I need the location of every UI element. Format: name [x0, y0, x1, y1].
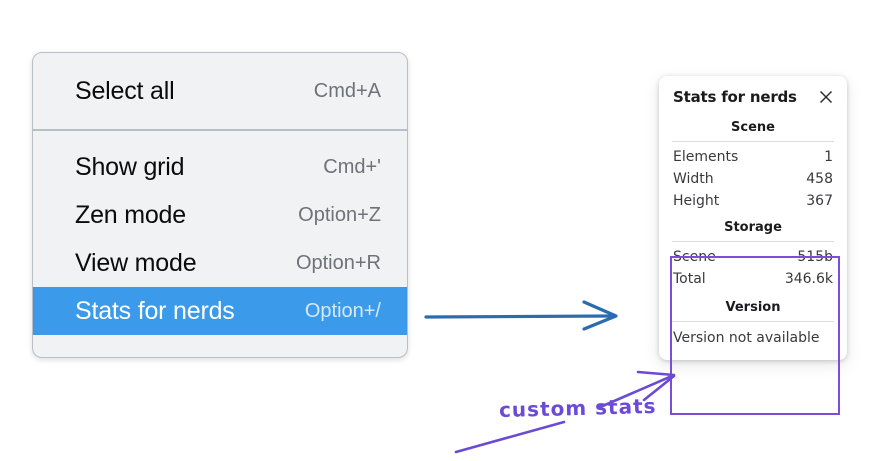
section-heading: Version	[725, 300, 781, 315]
table-row: Elements 1	[659, 146, 847, 168]
section-storage: Storage Scene 515b Total 346.6k	[659, 218, 847, 290]
menu-item-label: Stats for nerds	[75, 296, 235, 325]
purple-underline-stroke	[454, 420, 566, 454]
stat-key: Total	[673, 271, 706, 287]
stat-value: 346.6k	[784, 271, 833, 287]
handwritten-label: custom stats	[498, 393, 657, 423]
menu-item-label: Select all	[75, 76, 175, 105]
blue-arrow-annotation	[424, 300, 618, 331]
section-heading: Scene	[731, 120, 775, 135]
stat-value: 458	[806, 171, 833, 187]
stats-for-nerds-panel: Stats for nerds Scene Elements 1 Width 4…	[659, 76, 847, 360]
stat-value: 515b	[797, 249, 833, 265]
menu-item-select-all[interactable]: Select all Cmd+A	[33, 67, 407, 115]
menu-item-shortcut: Option+/	[304, 299, 381, 322]
menu-group-1: Select all Cmd+A	[33, 53, 407, 129]
table-row: Width 458	[659, 168, 847, 190]
menu-item-shortcut: Cmd+'	[323, 155, 381, 178]
section-version: Version Version not available	[659, 298, 847, 348]
menu-item-zen-mode[interactable]: Zen mode Option+Z	[33, 191, 407, 239]
version-text: Version not available	[673, 330, 820, 346]
menu-bottom-padding	[33, 335, 407, 357]
menu-item-shortcut: Option+R	[295, 251, 381, 274]
page-title: Stats for nerds	[673, 88, 797, 106]
section-heading: Storage	[724, 220, 782, 235]
menu-item-view-mode[interactable]: View mode Option+R	[33, 239, 407, 287]
stat-key: Width	[673, 171, 714, 187]
divider	[672, 241, 834, 242]
panel-header: Stats for nerds	[659, 88, 847, 106]
stat-value: 1	[824, 149, 833, 165]
table-row: Height 367	[659, 190, 847, 212]
stat-key: Scene	[673, 249, 716, 265]
purple-arrow-to-panel	[596, 370, 676, 410]
menu-item-shortcut: Option+Z	[298, 203, 381, 226]
menu-item-label: Zen mode	[75, 200, 186, 229]
divider	[672, 321, 834, 322]
context-menu[interactable]: Select all Cmd+A Show grid Cmd+' Zen mod…	[32, 52, 408, 358]
menu-item-label: View mode	[75, 248, 197, 277]
menu-item-stats-for-nerds[interactable]: Stats for nerds Option+/	[33, 287, 407, 335]
section-scene: Scene Elements 1 Width 458 Height 367	[659, 118, 847, 212]
table-row: Total 346.6k	[659, 268, 847, 290]
menu-item-label: Show grid	[75, 152, 185, 181]
menu-item-shortcut: Cmd+A	[313, 79, 381, 102]
divider	[672, 141, 834, 142]
stat-key: Elements	[673, 149, 739, 165]
close-icon[interactable]	[817, 88, 835, 106]
menu-group-2: Show grid Cmd+' Zen mode Option+Z View m…	[33, 129, 407, 357]
table-row: Scene 515b	[659, 246, 847, 268]
menu-item-show-grid[interactable]: Show grid Cmd+'	[33, 143, 407, 191]
stat-key: Height	[673, 193, 720, 209]
stat-value: 367	[806, 193, 833, 209]
